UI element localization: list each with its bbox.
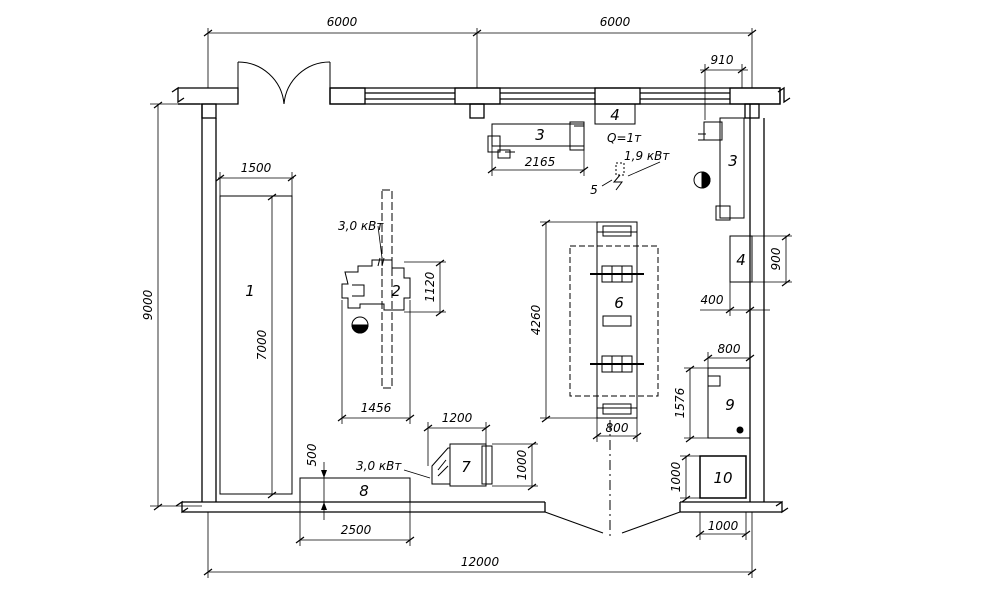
bottom-gate [544,420,681,538]
conveyor-6 [569,221,659,419]
equipment-labels: 1 2 3 3 4 4 5 6 7 8 9 10 [245,106,746,500]
bench-1 [219,195,293,495]
dim-machine4-width: 900 [769,247,783,270]
dim-total-width: 12000 [461,555,500,569]
top-door [237,61,331,105]
machine-10 [699,455,747,499]
machine-4-top [594,103,636,125]
dim-machine8-depth: 500 [305,443,319,466]
label-10: 10 [713,469,732,487]
machine-8 [299,477,411,503]
dim-machine2-width: 1120 [423,271,437,302]
dim-bench-length: 7000 [255,329,269,360]
dim-conveyor-length: 4260 [529,304,543,335]
dim-machine10-width: 1000 [708,519,739,533]
crane-capacity: Q=1т [607,131,642,145]
dim-machine8-width: 2500 [341,523,372,537]
dim-window-offset: 910 [711,53,734,67]
dim-top-left: 6000 [327,15,358,29]
dim-machine4-offset: 400 [701,293,724,307]
label-7: 7 [461,458,471,476]
switch-5 [612,162,625,191]
lighting-symbol-2 [693,171,711,189]
dimension-ticks [153,29,791,576]
label-4-top: 4 [610,106,620,124]
label-8: 8 [359,482,369,500]
label-6: 6 [614,294,624,312]
label-3-right: 3 [728,152,738,170]
lighting-symbol-1 [351,316,369,334]
machine-2 [341,189,411,389]
dim-top-right: 6000 [600,15,631,29]
machine-4-right [729,235,753,283]
dim-bench-width: 1500 [241,161,272,175]
dim-height-total: 9000 [141,289,155,320]
machine-3-top [487,121,585,159]
label-1: 1 [245,282,255,300]
dim-crane-rail: 2165 [525,155,556,169]
power-machine7: 3,0 кВт [356,459,402,473]
machine-3-right [698,117,745,221]
power-crane: 1,9 кВт [624,149,670,163]
dim-machine7-width: 1200 [442,411,473,425]
power-machine2: 3,0 кВт [338,219,384,233]
arrow-500 [321,470,327,510]
label-2: 2 [391,282,401,300]
dim-machine7-depth: 1000 [515,449,529,480]
dim-conveyor-width: 800 [606,421,629,435]
annotation-texts: Q=1т 1,9 кВт 3,0 кВт 3,0 кВт [338,131,670,473]
dimension-texts: 6000 6000 910 9000 1500 7000 2165 1120 1… [141,15,783,569]
label-9: 9 [725,396,735,414]
label-4-right: 4 [736,251,746,269]
dim-machine2-length: 1456 [361,401,392,415]
dim-machine9-depth: 1576 [673,387,687,418]
machine-7 [431,443,493,487]
walls [171,86,791,514]
dim-machine10-depth: 1000 [669,461,683,492]
label-3-top: 3 [535,126,545,144]
dimension-lines [150,28,792,578]
label-5: 5 [590,183,598,197]
dim-machine9-width: 800 [718,342,741,356]
machine-9 [707,367,751,439]
